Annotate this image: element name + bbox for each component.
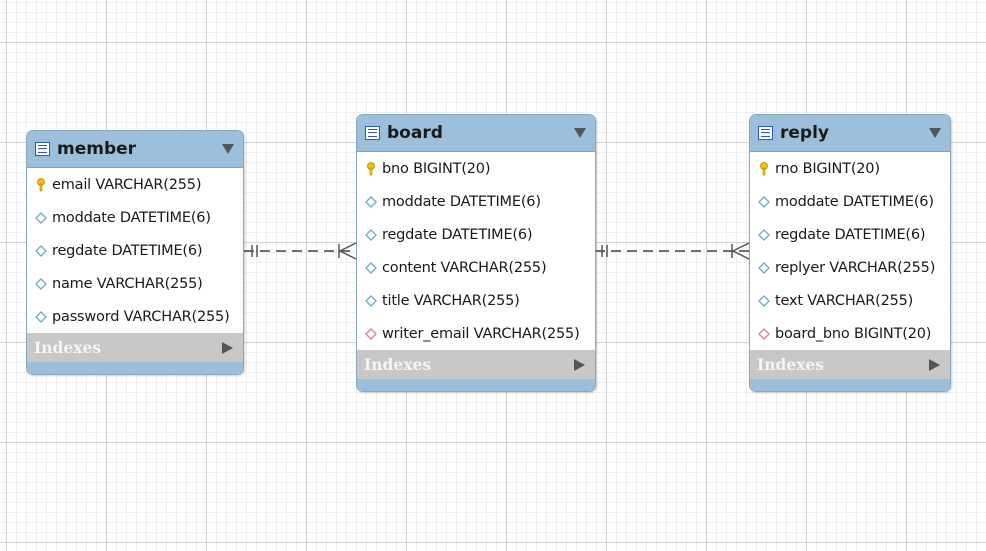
- many-marker-icon: [731, 242, 750, 260]
- table-name: member: [57, 139, 137, 159]
- column-diamond-icon: [757, 261, 771, 274]
- key-icon: [34, 177, 48, 192]
- column-diamond-icon: [34, 310, 48, 323]
- column-row[interactable]: rno BIGINT(20): [750, 152, 950, 185]
- column-row[interactable]: regdate DATETIME(6): [750, 218, 950, 251]
- column-diamond-icon: [364, 294, 378, 307]
- table-icon: [365, 126, 380, 140]
- column-label: name VARCHAR(255): [52, 275, 203, 292]
- table-icon: [35, 142, 50, 156]
- foreign-key-diamond-icon: [364, 327, 378, 340]
- column-label: email VARCHAR(255): [52, 176, 202, 193]
- column-label: bno BIGINT(20): [382, 160, 491, 177]
- column-label: regdate DATETIME(6): [382, 226, 533, 243]
- column-label: replyer VARCHAR(255): [775, 259, 936, 276]
- collapse-arrow-icon[interactable]: [929, 128, 941, 138]
- indexes-label: Indexes: [34, 338, 102, 357]
- column-diamond-icon: [364, 195, 378, 208]
- column-label: regdate DATETIME(6): [52, 242, 203, 259]
- column-row[interactable]: bno BIGINT(20): [357, 152, 595, 185]
- table-footer: [357, 379, 595, 391]
- expand-arrow-icon[interactable]: [929, 359, 940, 371]
- column-row[interactable]: moddate DATETIME(6): [27, 201, 243, 234]
- key-icon: [757, 161, 771, 176]
- column-row[interactable]: regdate DATETIME(6): [357, 218, 595, 251]
- column-diamond-icon: [757, 294, 771, 307]
- table-board[interactable]: board bno BIGINT(20) moddate DATETIME(6) r…: [356, 114, 596, 392]
- table-footer: [750, 379, 950, 391]
- column-label: content VARCHAR(255): [382, 259, 547, 276]
- column-diamond-icon: [757, 195, 771, 208]
- column-list: email VARCHAR(255) moddate DATETIME(6) reg…: [27, 168, 243, 333]
- column-label: password VARCHAR(255): [52, 308, 230, 325]
- expand-arrow-icon[interactable]: [574, 359, 585, 371]
- column-diamond-icon: [364, 228, 378, 241]
- relationship-board-reply[interactable]: [595, 242, 750, 260]
- column-diamond-icon: [34, 244, 48, 257]
- many-marker-icon: [338, 242, 357, 260]
- expand-arrow-icon[interactable]: [222, 342, 233, 354]
- table-reply[interactable]: reply rno BIGINT(20)moddate DATETIME(6)r…: [749, 114, 951, 392]
- table-icon: [758, 126, 773, 140]
- key-icon: [364, 161, 378, 176]
- column-label: moddate DATETIME(6): [382, 193, 541, 210]
- column-row[interactable]: password VARCHAR(255): [27, 300, 243, 333]
- column-row[interactable]: content VARCHAR(255): [357, 251, 595, 284]
- column-label: rno BIGINT(20): [775, 160, 880, 177]
- column-diamond-icon: [34, 211, 48, 224]
- column-label: moddate DATETIME(6): [52, 209, 211, 226]
- column-diamond-icon: [757, 228, 771, 241]
- column-row[interactable]: name VARCHAR(255): [27, 267, 243, 300]
- column-row[interactable]: regdate DATETIME(6): [27, 234, 243, 267]
- column-label: regdate DATETIME(6): [775, 226, 926, 243]
- collapse-arrow-icon[interactable]: [574, 128, 586, 138]
- column-diamond-icon: [364, 261, 378, 274]
- table-name: reply: [780, 123, 829, 143]
- table-header[interactable]: member: [27, 131, 243, 168]
- collapse-arrow-icon[interactable]: [222, 144, 234, 154]
- column-list: rno BIGINT(20) moddate DATETIME(6) regdate…: [750, 152, 950, 350]
- column-row[interactable]: writer_email VARCHAR(255): [357, 317, 595, 350]
- column-label: title VARCHAR(255): [382, 292, 520, 309]
- table-header[interactable]: board: [357, 115, 595, 152]
- column-label: board_bno BIGINT(20): [775, 325, 932, 342]
- column-row[interactable]: email VARCHAR(255): [27, 168, 243, 201]
- column-diamond-icon: [34, 277, 48, 290]
- column-row[interactable]: title VARCHAR(255): [357, 284, 595, 317]
- column-label: writer_email VARCHAR(255): [382, 325, 580, 342]
- column-row[interactable]: replyer VARCHAR(255): [750, 251, 950, 284]
- column-row[interactable]: text VARCHAR(255): [750, 284, 950, 317]
- column-row[interactable]: moddate DATETIME(6): [357, 185, 595, 218]
- table-name: board: [387, 123, 443, 143]
- indexes-section[interactable]: Indexes: [750, 350, 950, 379]
- foreign-key-diamond-icon: [757, 327, 771, 340]
- indexes-label: Indexes: [364, 355, 432, 374]
- column-row[interactable]: board_bno BIGINT(20): [750, 317, 950, 350]
- column-label: text VARCHAR(255): [775, 292, 914, 309]
- column-label: moddate DATETIME(6): [775, 193, 934, 210]
- relationship-member-board[interactable]: [244, 242, 357, 260]
- column-list: bno BIGINT(20) moddate DATETIME(6) regdate…: [357, 152, 595, 350]
- column-row[interactable]: moddate DATETIME(6): [750, 185, 950, 218]
- table-header[interactable]: reply: [750, 115, 950, 152]
- indexes-section[interactable]: Indexes: [27, 333, 243, 362]
- indexes-section[interactable]: Indexes: [357, 350, 595, 379]
- table-member[interactable]: member email VARCHAR(255) moddate DATETIM…: [26, 130, 244, 375]
- table-footer: [27, 362, 243, 374]
- indexes-label: Indexes: [757, 355, 825, 374]
